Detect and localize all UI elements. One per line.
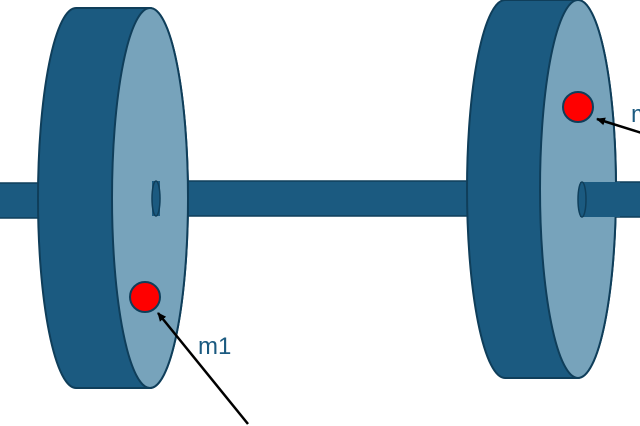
label-m1: m1 — [198, 333, 231, 360]
mass-m1 — [129, 281, 161, 313]
disk-left-face — [111, 7, 189, 389]
disk-left-shaft-end — [151, 180, 161, 217]
disk-right — [466, 0, 620, 379]
mass-m2 — [562, 91, 594, 123]
shaft-left-stub — [0, 182, 41, 219]
shaft-center — [155, 180, 477, 217]
arrow-to-m1 — [157, 312, 249, 425]
disk-right-shaft-end — [577, 181, 587, 218]
label-m2: m2 — [631, 101, 640, 128]
disk-left — [37, 7, 189, 389]
arrow-to-m2 — [596, 117, 640, 134]
